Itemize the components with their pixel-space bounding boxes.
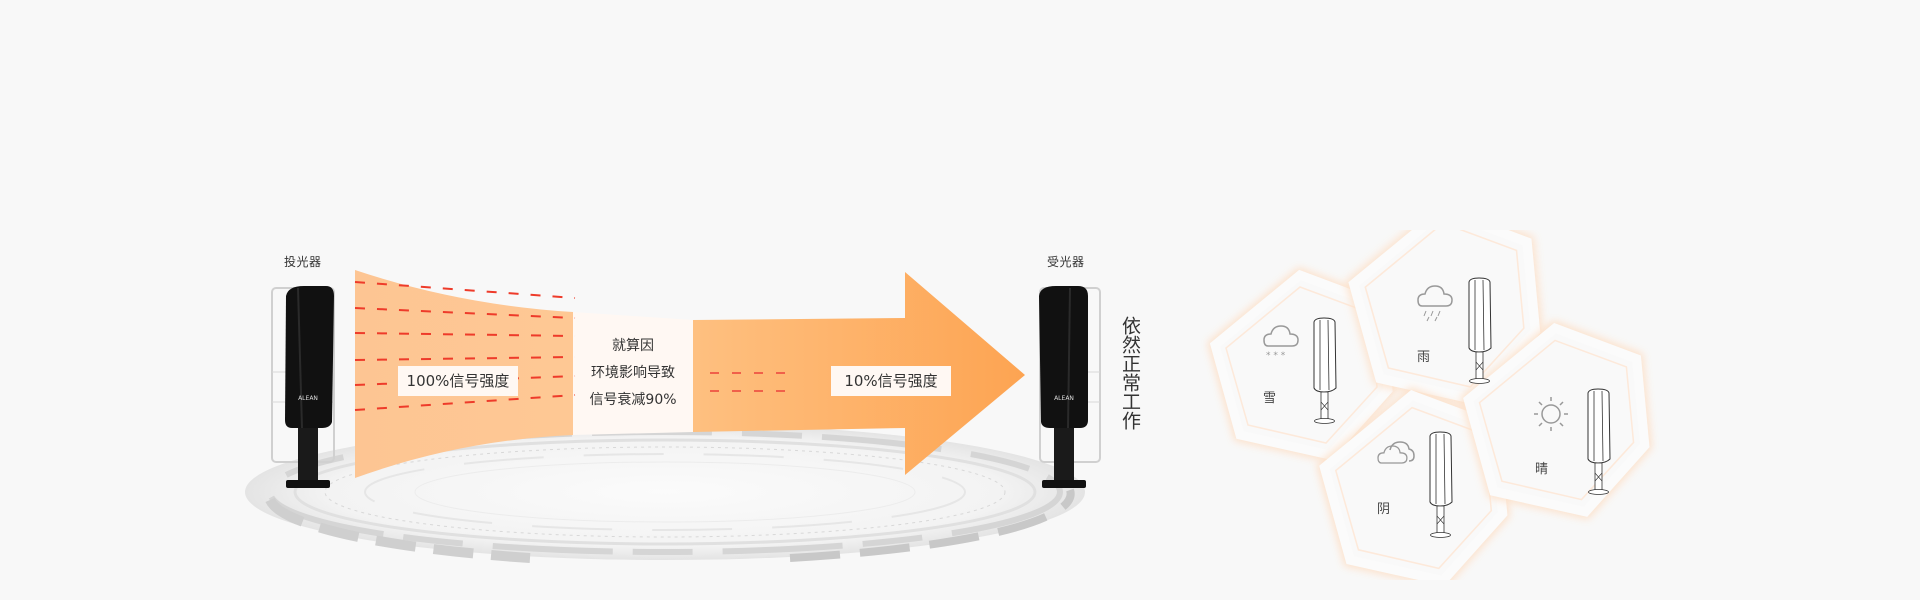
svg-text:ALEAN: ALEAN (1054, 395, 1074, 402)
snow-cloud-icon: * * * (1263, 325, 1299, 361)
weather-label-snow: 雪 (1263, 391, 1277, 406)
weather-label-sunny: 晴 (1535, 462, 1549, 477)
weather-hexagons: * * * (1200, 230, 1680, 580)
rain-cloud-icon (1417, 285, 1453, 322)
attenuation-text: 就算因 环境影响导致 信号衰减90% (573, 333, 693, 414)
weather-label-rain: 雨 (1417, 350, 1431, 365)
weak-signal-label: 10%信号强度 (831, 366, 951, 396)
weather-label-cloudy: 阴 (1377, 502, 1391, 517)
clouds-icon (1377, 441, 1415, 464)
attenuation-line-1: 就算因 (612, 338, 654, 354)
receiver-label: 受光器 (1047, 255, 1085, 269)
transmitter-label: 投光器 (284, 255, 322, 269)
svg-text:* * *: * * * (1266, 351, 1286, 361)
transmitter-device-icon: ALEAN (271, 286, 335, 488)
sun-icon (1534, 397, 1568, 431)
strong-signal-label: 100%信号强度 (398, 366, 518, 396)
receiver-device-icon: ALEAN (1039, 286, 1101, 488)
svg-text:ALEAN: ALEAN (298, 395, 318, 402)
attenuation-line-2: 环境影响导致 (591, 365, 675, 381)
attenuation-line-3: 信号衰减90% (589, 392, 677, 408)
status-text: 依然正常工作 (1119, 316, 1141, 430)
